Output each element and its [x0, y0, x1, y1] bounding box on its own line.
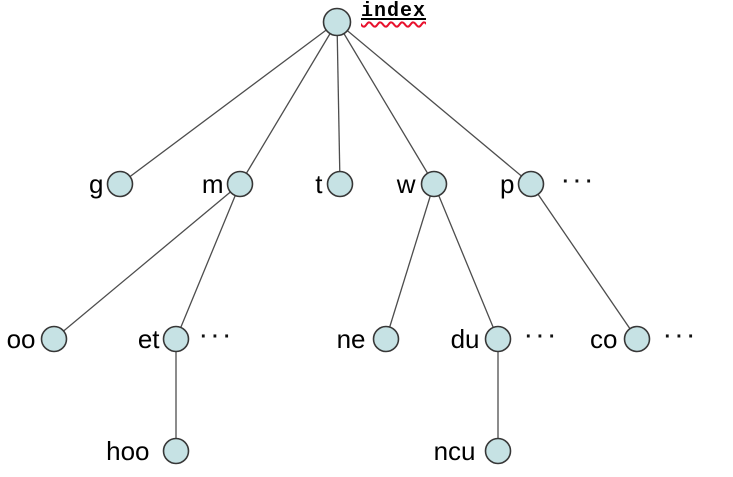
node-co — [623, 325, 651, 353]
node-m — [226, 170, 254, 198]
node-ncu — [484, 437, 512, 465]
node-t — [326, 170, 354, 198]
edge-root-g — [119, 21, 338, 185]
node-ne — [372, 325, 400, 353]
ellipsis-after-p: ··· — [563, 171, 598, 193]
node-du — [484, 325, 512, 353]
node-label-co: co — [590, 324, 617, 354]
edge-m-oo — [53, 183, 241, 340]
node-label-du: du — [451, 324, 480, 354]
node-label-p: p — [500, 169, 514, 199]
edge-root-m — [239, 21, 338, 185]
node-label-m: m — [202, 169, 224, 199]
node-oo — [40, 325, 68, 353]
node-p — [517, 170, 545, 198]
edge-root-p — [336, 21, 532, 185]
edge-p-co — [530, 183, 638, 340]
root-title: index — [361, 1, 426, 23]
root-title-text: index — [361, 0, 427, 23]
ellipsis-after-du: ··· — [526, 326, 561, 348]
edge-m-et — [175, 183, 241, 340]
ellipsis-after-et: ··· — [201, 326, 236, 348]
node-et — [162, 325, 190, 353]
node-label-ncu: ncu — [434, 436, 476, 466]
ellipsis-after-co: ··· — [665, 326, 700, 348]
node-label-g: g — [89, 169, 103, 199]
edge-w-ne — [385, 183, 435, 340]
edge-root-w — [336, 21, 435, 185]
edge-w-du — [433, 183, 499, 340]
node-g — [106, 170, 134, 198]
node-w — [420, 170, 448, 198]
edge-root-t — [336, 21, 341, 185]
node-label-oo: oo — [7, 324, 36, 354]
node-hoo — [162, 437, 190, 465]
node-label-hoo: hoo — [106, 436, 149, 466]
node-label-t: t — [315, 169, 323, 199]
node-label-w: w — [396, 169, 416, 199]
node-root — [322, 7, 352, 37]
node-label-ne: ne — [337, 324, 366, 354]
node-label-et: et — [138, 324, 160, 354]
